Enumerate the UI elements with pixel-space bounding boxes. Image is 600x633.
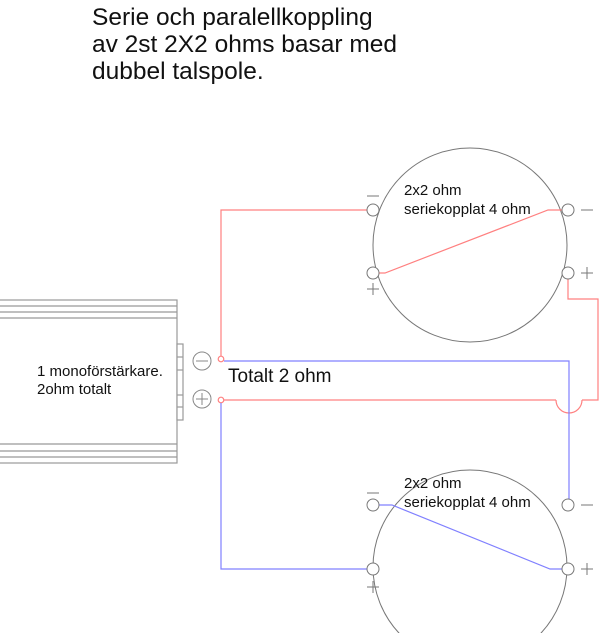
bottom-right-minus-terminal-icon xyxy=(561,498,575,512)
title-line: Serie och paralellkoppling xyxy=(92,4,373,31)
amp-minus-terminal-icon xyxy=(192,351,212,371)
wire-top-speaker-right-plus xyxy=(567,273,599,401)
wire-top-speaker-left-minus xyxy=(220,209,373,359)
amp-plus-terminal-icon xyxy=(192,389,212,409)
top-left-minus-terminal-icon xyxy=(366,203,380,217)
speaker-top xyxy=(372,147,568,343)
bottom-left-plus-terminal-icon xyxy=(366,562,380,576)
speaker-label-line: 2x2 ohm xyxy=(404,182,462,199)
bottom-left-minus-terminal-icon xyxy=(366,498,380,512)
bottom-right-plus-terminal-icon xyxy=(561,562,575,576)
wire-bottom-speaker-series xyxy=(373,504,568,570)
speaker-top-label: 2x2 ohm seriekopplat 4 ohm xyxy=(404,181,531,219)
wire-bottom-speaker-left-plus xyxy=(220,403,373,570)
speaker-label-line: seriekopplat 4 ohm xyxy=(404,201,531,218)
amplifier-label: 1 monoförstärkare. 2ohm totalt xyxy=(37,363,163,399)
title-line: av 2st 2X2 ohms basar med xyxy=(92,31,398,58)
top-right-plus-terminal-icon xyxy=(561,266,575,280)
diagram-title: Serie och paralellkoppling av 2st 2X2 oh… xyxy=(92,4,397,85)
amplifier xyxy=(0,299,184,464)
top-right-minus-terminal-icon xyxy=(561,203,575,217)
amplifier-label-line: 2ohm totalt xyxy=(37,381,112,398)
total-impedance-label: Totalt 2 ohm xyxy=(228,366,332,387)
speaker-bottom-label: 2x2 ohm seriekopplat 4 ohm xyxy=(404,474,531,512)
wire-bottom-speaker-right-minus xyxy=(224,360,570,505)
negative-wires xyxy=(220,360,570,570)
speaker-top-outline xyxy=(372,147,568,343)
title-line: dubbel talspole. xyxy=(92,58,264,85)
amplifier-label-line: 1 monoförstärkare. xyxy=(37,363,163,380)
junction-minus-icon xyxy=(217,355,225,363)
wire-top-speaker-series xyxy=(373,209,568,274)
speaker-label-line: seriekopplat 4 ohm xyxy=(404,494,531,511)
amplifier-connector xyxy=(176,343,184,421)
speaker-label-line: 2x2 ohm xyxy=(404,475,462,492)
speaker-terminals xyxy=(366,195,593,593)
top-left-plus-terminal-icon xyxy=(366,266,380,280)
junction-plus-icon xyxy=(217,396,225,404)
